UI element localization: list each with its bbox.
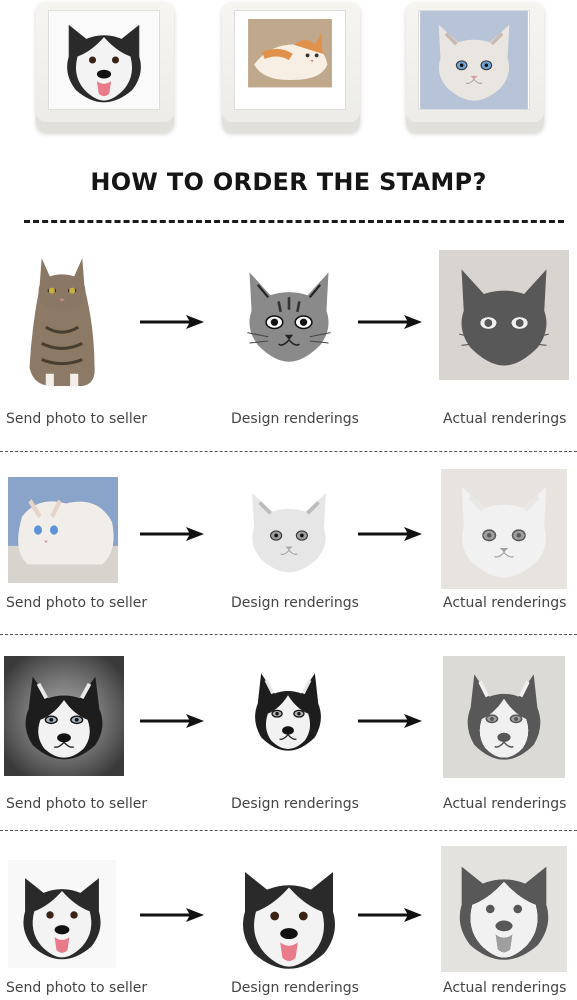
- step-actual-caption: Actual renderings: [443, 411, 567, 427]
- design-rendering-tabby-cat: [228, 264, 350, 368]
- arrow-icon: [140, 527, 204, 541]
- actual-rendering-malamute: [441, 846, 567, 972]
- stamp-photo: [418, 10, 530, 110]
- title-divider: [24, 220, 564, 223]
- customer-photo-white-kitten: [8, 477, 118, 583]
- stamp-product-cat: [222, 2, 360, 132]
- step-send-caption: Send photo to seller: [6, 980, 148, 996]
- stamp-photo: [234, 10, 346, 110]
- actual-rendering-white-kitten: [441, 469, 567, 589]
- step-send-caption: Send photo to seller: [6, 411, 148, 427]
- actual-rendering-husky: [443, 656, 565, 778]
- row-divider: [0, 451, 577, 452]
- step-actual-caption: Actual renderings: [443, 980, 567, 996]
- step-design-caption: Design renderings: [231, 411, 359, 427]
- customer-photo-husky: [4, 656, 124, 776]
- step-actual-caption: Actual renderings: [443, 595, 567, 611]
- actual-rendering-tabby-cat: [439, 250, 569, 380]
- page-title: HOW TO ORDER THE STAMP?: [90, 168, 487, 196]
- design-rendering-husky: [246, 660, 330, 764]
- step-send-caption: Send photo to seller: [6, 796, 148, 812]
- arrow-icon: [140, 714, 204, 728]
- row-divider: [0, 634, 577, 635]
- arrow-icon: [358, 315, 422, 329]
- step-actual-caption: Actual renderings: [443, 796, 567, 812]
- customer-photo-tabby-cat: [10, 246, 114, 388]
- stamp-product-husky: [36, 2, 174, 132]
- stamp-product-kitten: [406, 2, 544, 132]
- arrow-icon: [358, 908, 422, 922]
- design-rendering-white-kitten: [236, 484, 342, 576]
- customer-photo-malamute: [8, 860, 116, 968]
- arrow-icon: [140, 315, 204, 329]
- arrow-icon: [358, 527, 422, 541]
- arrow-icon: [140, 908, 204, 922]
- step-design-caption: Design renderings: [231, 980, 359, 996]
- design-rendering-malamute: [234, 860, 344, 972]
- stamp-photo: [48, 10, 160, 110]
- step-design-caption: Design renderings: [231, 595, 359, 611]
- step-design-caption: Design renderings: [231, 796, 359, 812]
- row-divider: [0, 830, 577, 831]
- step-send-caption: Send photo to seller: [6, 595, 148, 611]
- arrow-icon: [358, 714, 422, 728]
